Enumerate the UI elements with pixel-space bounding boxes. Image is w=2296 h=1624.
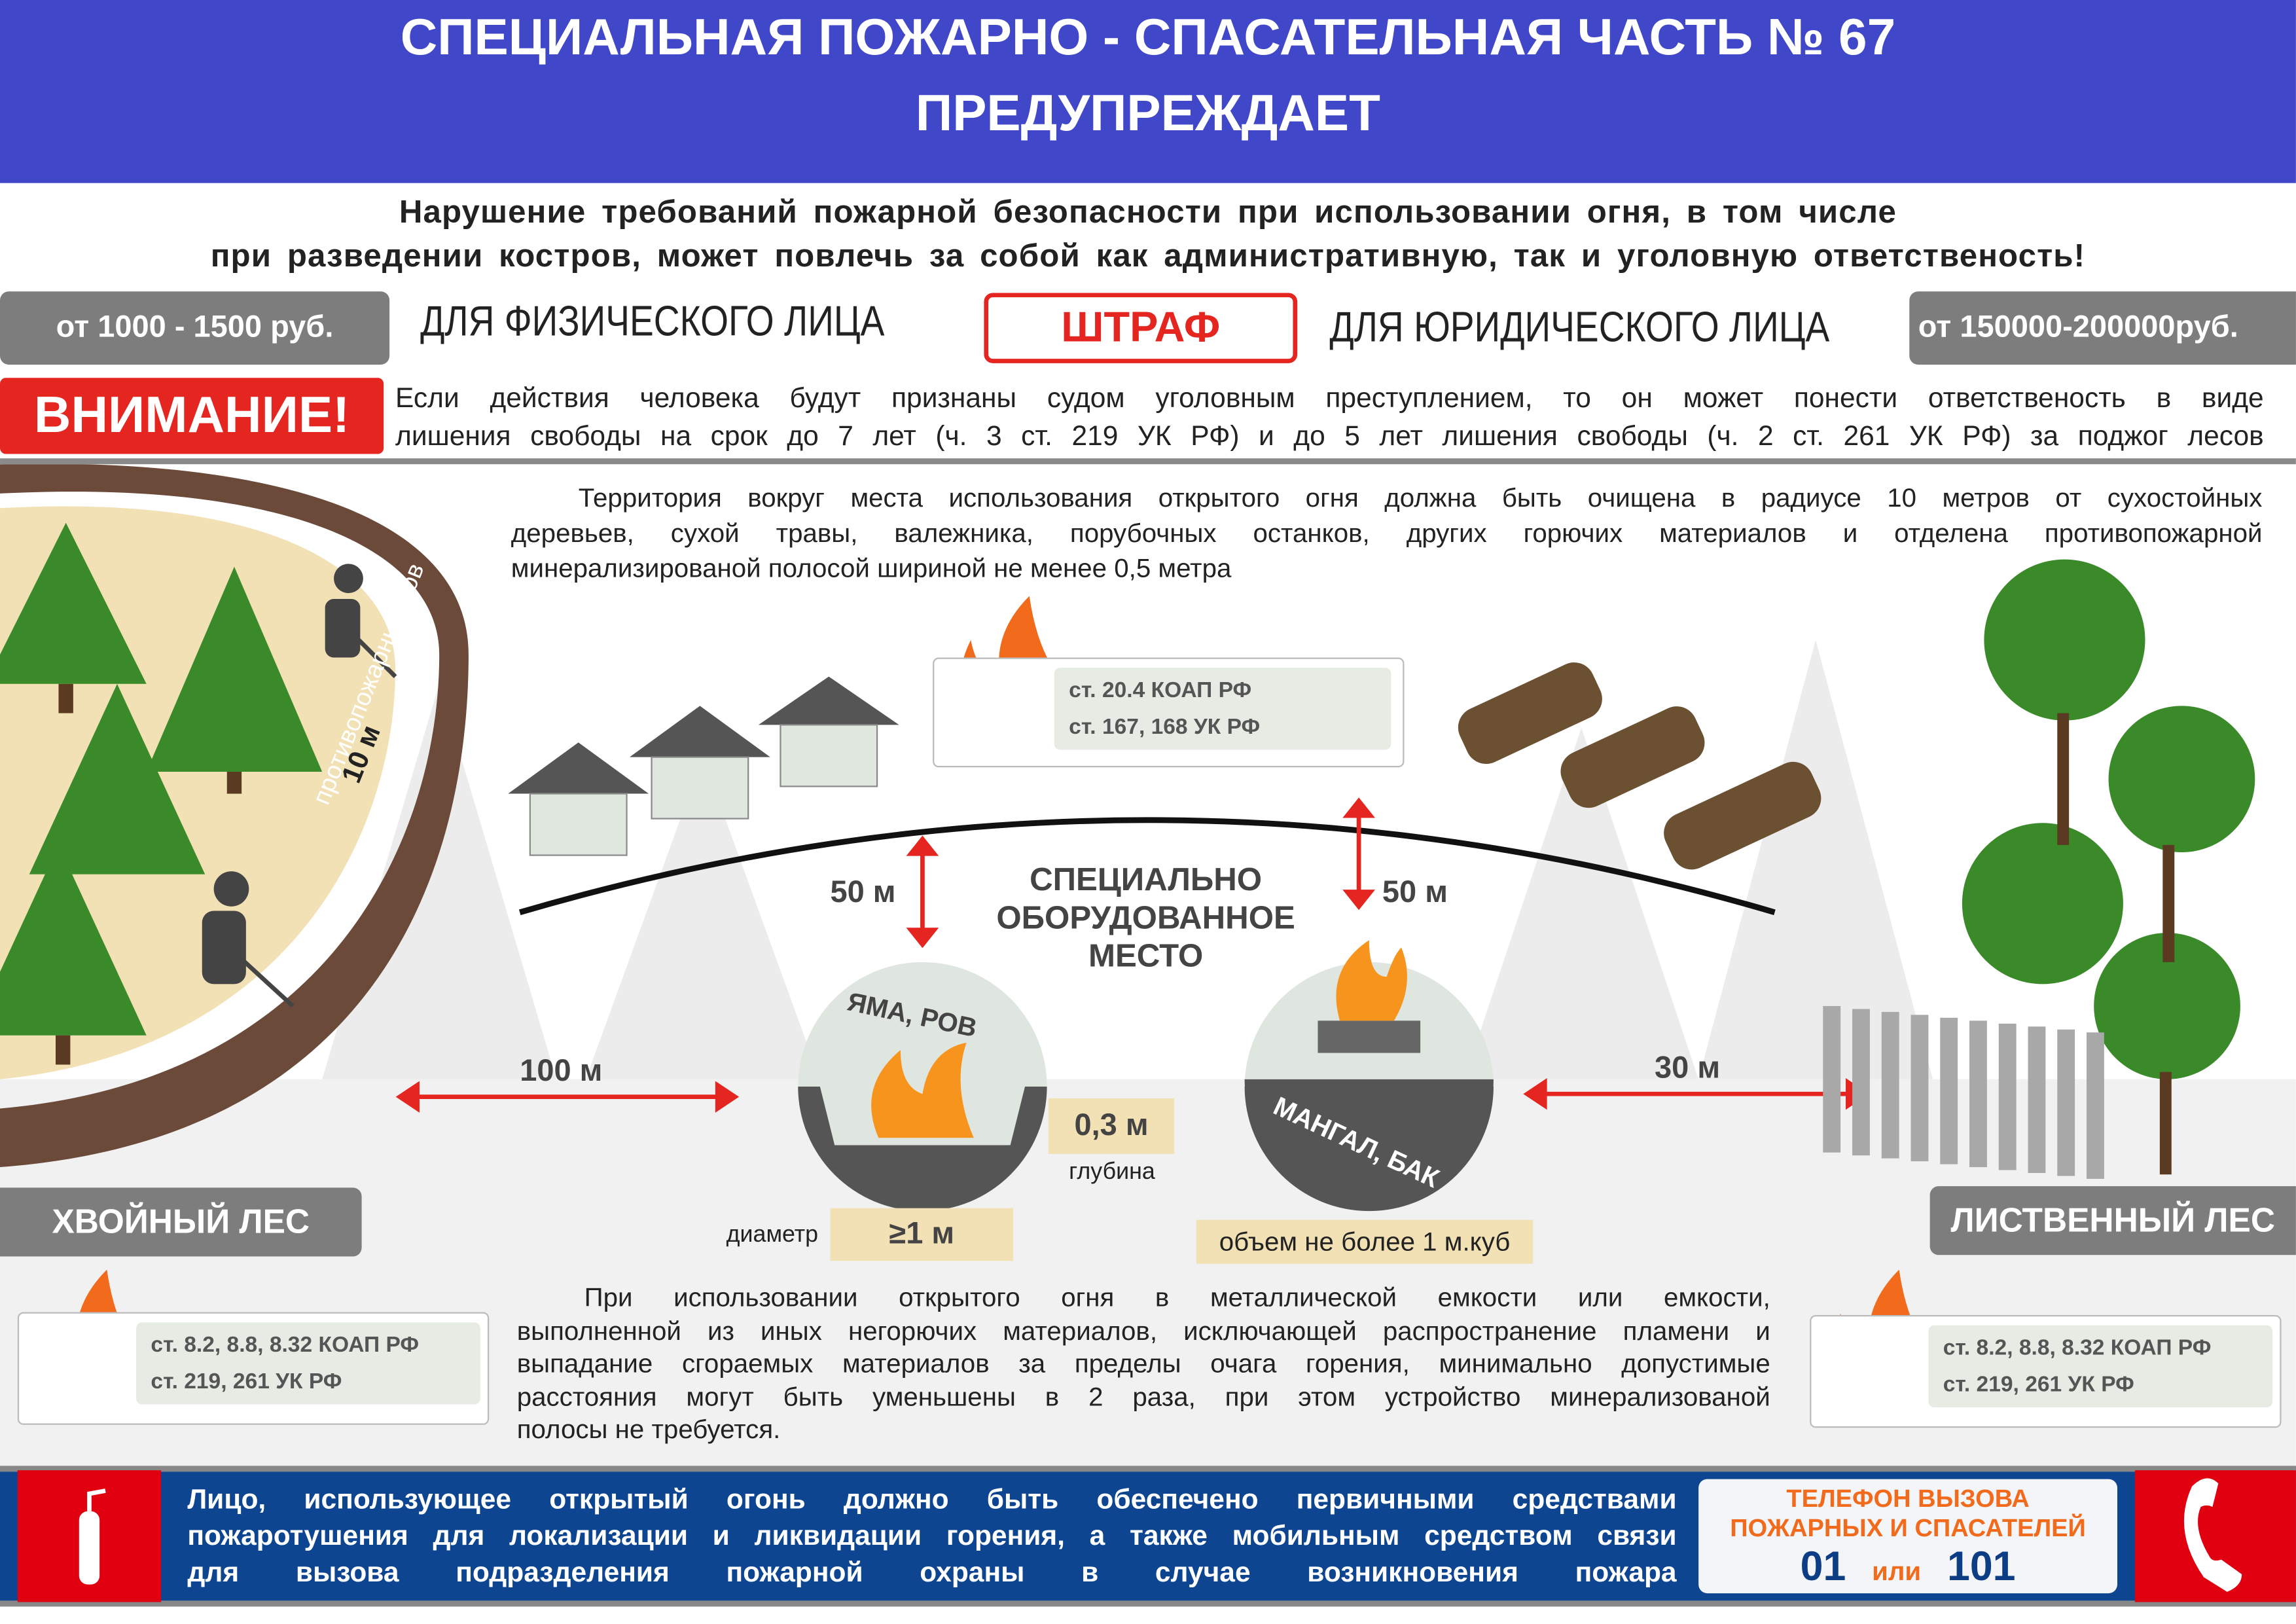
- subtitle-line: при разведении костров, может повлечь за…: [210, 237, 2086, 274]
- law-line: ст. 219, 261 УК РФ: [1943, 1372, 2134, 1398]
- phone-icon: [2134, 1470, 2296, 1602]
- text-line: Территория вокруг места использования от…: [578, 483, 2263, 513]
- distance-30m: 30 м: [1655, 1051, 1721, 1085]
- text-line: При использовании открытого огня в метал…: [584, 1282, 1770, 1312]
- phone-number-101[interactable]: 101: [1946, 1543, 2016, 1589]
- distance-100m: 100 м: [520, 1054, 603, 1089]
- header-subtitle: ПРЕДУПРЕЖДАЕТ: [915, 84, 1381, 143]
- text-line: выпадание сгораемых материалов за предел…: [516, 1348, 1770, 1379]
- individual-fine-amount: от 1000 - 1500 руб.: [0, 291, 390, 365]
- pit-depth: 0,3 м: [1048, 1098, 1175, 1154]
- header-title: СПЕЦИАЛЬНАЯ ПОЖАРНО - СПАСАТЕЛЬНАЯ ЧАСТЬ…: [400, 9, 1896, 66]
- text-line: деревьев, сухой травы, валежника, порубо…: [511, 518, 2263, 548]
- special-place-title: СПЕЦИАЛЬНО ОБОРУДОВАННОЕ МЕСТО: [996, 861, 1296, 975]
- law-box-center: ст. 20.4 КОАП РФ ст. 167, 168 УК РФ: [933, 657, 1405, 768]
- deciduous-forest-label: ЛИСТВЕННЫЙ ЛЕС: [1929, 1186, 2296, 1255]
- text-line: полосы не требуется.: [516, 1415, 781, 1444]
- legal-label: ДЛЯ ЮРИДИЧЕСКОГО ЛИЦА: [1329, 304, 1830, 352]
- phone-number-01[interactable]: 01: [1800, 1543, 1846, 1589]
- distance-50m-left: 50 м: [830, 875, 896, 910]
- phone-title: ТЕЛЕФОН ВЫЗОВА: [1786, 1485, 2030, 1513]
- attention-badge: ВНИМАНИЕ!: [0, 378, 384, 454]
- attention-line: Если действия человека будут признаны су…: [395, 384, 2264, 415]
- phone-or: или: [1872, 1557, 1922, 1586]
- law-line: ст. 8.2, 8.8, 8.32 КОАП РФ: [1943, 1335, 2212, 1361]
- text-line: минерализированой полосой шириной не мен…: [511, 553, 1232, 583]
- attention-line: лишения свободы на срок до 7 лет (ч. 3 с…: [395, 422, 2264, 453]
- law-line: ст. 219, 261 УК РФ: [151, 1369, 342, 1394]
- subtitle-line: Нарушение требований пожарной безопаснос…: [399, 193, 1897, 230]
- law-line: ст. 167, 168 УК РФ: [1069, 714, 1261, 740]
- deciduous-trees: [1962, 559, 2255, 1175]
- text-line: Лицо, использующее открытый огонь должно…: [187, 1485, 1677, 1516]
- footer-text: Лицо, использующее открытый огонь должно…: [187, 1482, 1676, 1592]
- law-text: ст. 8.2, 8.8, 8.32 КОАП РФ ст. 219, 261 …: [1928, 1325, 2273, 1407]
- law-line: ст. 8.2, 8.8, 8.32 КОАП РФ: [151, 1332, 420, 1358]
- grill-circle: [1244, 940, 1494, 1212]
- law-text: ст. 8.2, 8.8, 8.32 КОАП РФ ст. 219, 261 …: [136, 1322, 480, 1405]
- text-line: для вызова подразделения пожарной охраны…: [187, 1558, 1677, 1589]
- territory-text: Территория вокруг места использования от…: [511, 480, 2263, 586]
- houses-icon: [508, 676, 899, 856]
- fine-label: ШТРАФ: [984, 293, 1298, 363]
- conifer-trees: [0, 522, 323, 1065]
- coniferous-forest-label: ХВОЙНЫЙ ЛЕС: [0, 1187, 362, 1257]
- header: СПЕЦИАЛЬНАЯ ПОЖАРНО - СПАСАТЕЛЬНАЯ ЧАСТЬ…: [0, 0, 2296, 183]
- title-line: ОБОРУДОВАННОЕ: [996, 899, 1295, 936]
- extinguisher-icon: [17, 1470, 162, 1602]
- pit-diameter: ≥1 м: [830, 1208, 1014, 1261]
- text-line: выполненной из иных негорючих материалов…: [516, 1316, 1770, 1345]
- grill-volume: объем не более 1 м.куб: [1196, 1219, 1534, 1264]
- container-text: При использовании открытого огня в метал…: [517, 1282, 1770, 1447]
- individual-label: ДЛЯ ФИЗИЧЕСКОГО ЛИЦА: [420, 298, 885, 346]
- law-text: ст. 20.4 КОАП РФ ст. 167, 168 УК РФ: [1054, 668, 1391, 750]
- law-box-right: ст. 8.2, 8.8, 8.32 КОАП РФ ст. 219, 261 …: [1810, 1315, 2282, 1428]
- pit-circle: [798, 962, 1047, 1212]
- warning-subtitle: Нарушение требований пожарной безопаснос…: [0, 190, 2296, 278]
- attention-text: Если действия человека будут признаны су…: [395, 381, 2264, 457]
- phone-title: ПОЖАРНЫХ И СПАСАТЕЛЕЙ: [1730, 1514, 2086, 1542]
- legal-fine-amount: от 150000-200000руб.: [1909, 291, 2296, 365]
- depth-label: глубина: [1069, 1159, 1155, 1185]
- workers-icon: [202, 564, 397, 1008]
- fence-icon: [1823, 1005, 2104, 1179]
- text-line: расстояния могут быть уменьшены в 2 раза…: [516, 1381, 1770, 1411]
- divider: [0, 458, 2296, 465]
- firewood-icon: [1458, 662, 1821, 870]
- distance-arrows: [395, 797, 1870, 1113]
- emergency-phone-box: ТЕЛЕФОН ВЫЗОВА ПОЖАРНЫХ И СПАСАТЕЛЕЙ 01 …: [1698, 1479, 2117, 1594]
- fire-ditch: [0, 464, 469, 1168]
- diameter-label: диаметр: [726, 1223, 819, 1248]
- text-line: пожаротушения для локализации и ликвидац…: [187, 1521, 1677, 1553]
- law-line: ст. 20.4 КОАП РФ: [1069, 677, 1252, 703]
- distance-50m-right: 50 м: [1382, 875, 1448, 910]
- title-line: МЕСТО: [1088, 937, 1204, 974]
- zone-arc: [518, 817, 1776, 916]
- law-box-left: ст. 8.2, 8.8, 8.32 КОАП РФ ст. 219, 261 …: [17, 1312, 490, 1425]
- title-line: СПЕЦИАЛЬНО: [1030, 861, 1263, 898]
